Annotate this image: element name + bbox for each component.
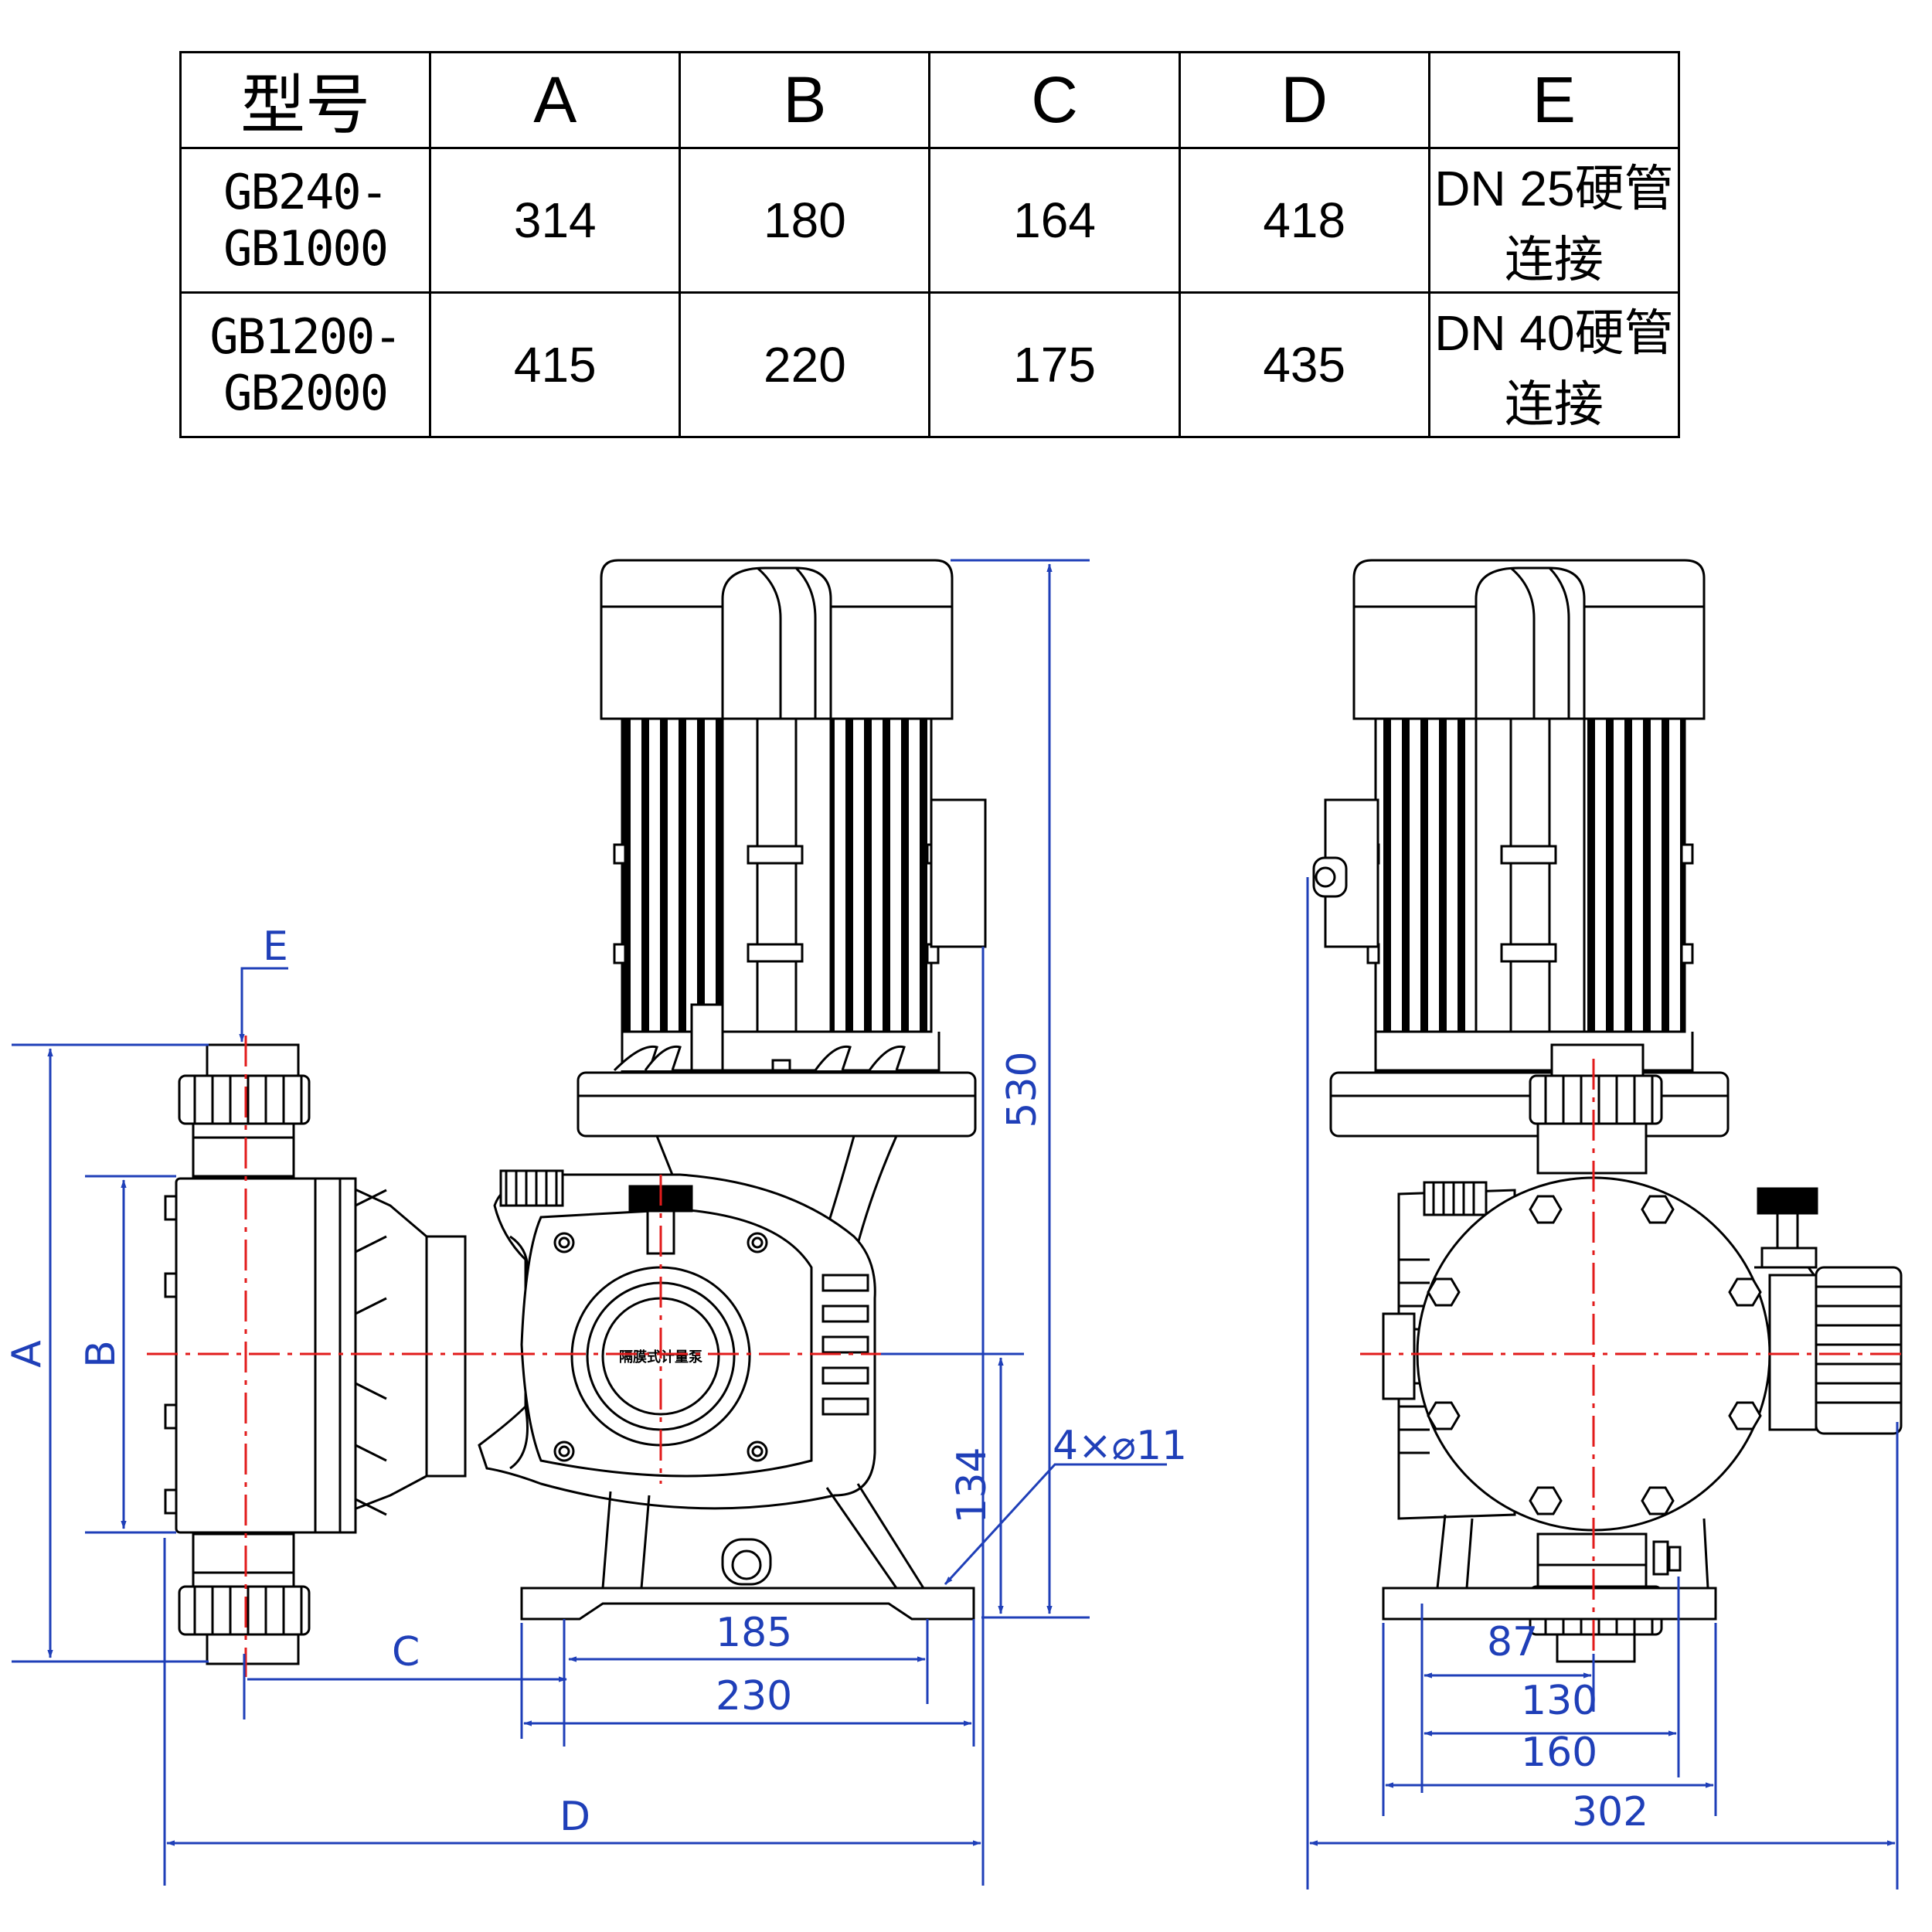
front-centerlines xyxy=(147,1036,912,1677)
bottom-valve xyxy=(178,1585,311,1636)
dim-a-label: A xyxy=(4,1340,50,1368)
side-top-valve xyxy=(1529,1074,1663,1125)
dim-e-label: E xyxy=(263,923,288,970)
cell-e: DN 40硬管连接 xyxy=(1427,291,1681,438)
dim-160-label: 160 xyxy=(1521,1730,1597,1776)
header-e: E xyxy=(1427,51,1681,149)
stroke-knob xyxy=(628,1185,693,1213)
header-b: B xyxy=(679,51,931,149)
table-row: GB240-GB1000 314 180 164 418 DN 25硬管连接 xyxy=(179,147,1681,294)
top-valve xyxy=(206,1043,300,1079)
terminal-box xyxy=(930,798,987,948)
cell-b: 180 xyxy=(679,147,931,294)
dim-130-label: 130 xyxy=(1521,1678,1597,1724)
table-row: GB1200-GB2000 415 220 175 435 DN 40硬管连接 xyxy=(179,291,1681,438)
cell-b: 220 xyxy=(679,291,931,438)
side-dimension-labels: 87 130 160 302 xyxy=(1487,1619,1648,1835)
cell-e: DN 25硬管连接 xyxy=(1427,147,1681,294)
cell-d: 418 xyxy=(1178,147,1430,294)
side-motor-cap xyxy=(1352,559,1706,720)
side-dimensions xyxy=(1306,877,1899,1889)
side-coupling xyxy=(1815,1266,1903,1435)
dim-d-label: D xyxy=(560,1794,590,1840)
spec-table: 型号 A B C D E GB240-GB1000 314 180 164 41… xyxy=(179,51,1681,438)
side-stroke-knob xyxy=(1757,1187,1818,1215)
side-view xyxy=(1312,559,1903,1663)
cell-model: GB1200-GB2000 xyxy=(179,291,432,438)
dim-c-label: C xyxy=(392,1629,420,1675)
header-a: A xyxy=(429,51,682,149)
dim-holes-label: 4×⌀11 xyxy=(1053,1423,1187,1469)
side-base-plate xyxy=(1382,1587,1717,1621)
base-plate xyxy=(520,1587,975,1621)
side-centerlines xyxy=(1360,1059,1909,1654)
header-model: 型号 xyxy=(179,51,432,149)
front-dimensions xyxy=(12,559,1167,1886)
dim-185-label: 185 xyxy=(716,1610,792,1656)
dim-530-label: 530 xyxy=(999,1051,1046,1128)
cell-model: GB240-GB1000 xyxy=(179,147,432,294)
dim-230-label: 230 xyxy=(716,1673,792,1719)
cell-c: 164 xyxy=(928,147,1181,294)
motor-flange xyxy=(577,1071,977,1138)
dim-87-label: 87 xyxy=(1487,1619,1538,1665)
motor-cap xyxy=(600,559,954,720)
cell-a: 415 xyxy=(429,291,682,438)
front-view: 隔膜式计量泵 xyxy=(164,559,987,1665)
dim-302-label: 302 xyxy=(1572,1789,1648,1835)
dim-b-label: B xyxy=(78,1340,124,1368)
header-c: C xyxy=(928,51,1181,149)
header-d: D xyxy=(1178,51,1430,149)
front-dimension-labels: E A B C 185 230 D 530 134 4×⌀11 xyxy=(4,923,1187,1840)
dim-134-label: 134 xyxy=(949,1447,995,1523)
cell-d: 435 xyxy=(1178,291,1430,438)
table-header-row: 型号 A B C D E xyxy=(179,51,1681,149)
cell-a: 314 xyxy=(429,147,682,294)
cell-c: 175 xyxy=(928,291,1181,438)
